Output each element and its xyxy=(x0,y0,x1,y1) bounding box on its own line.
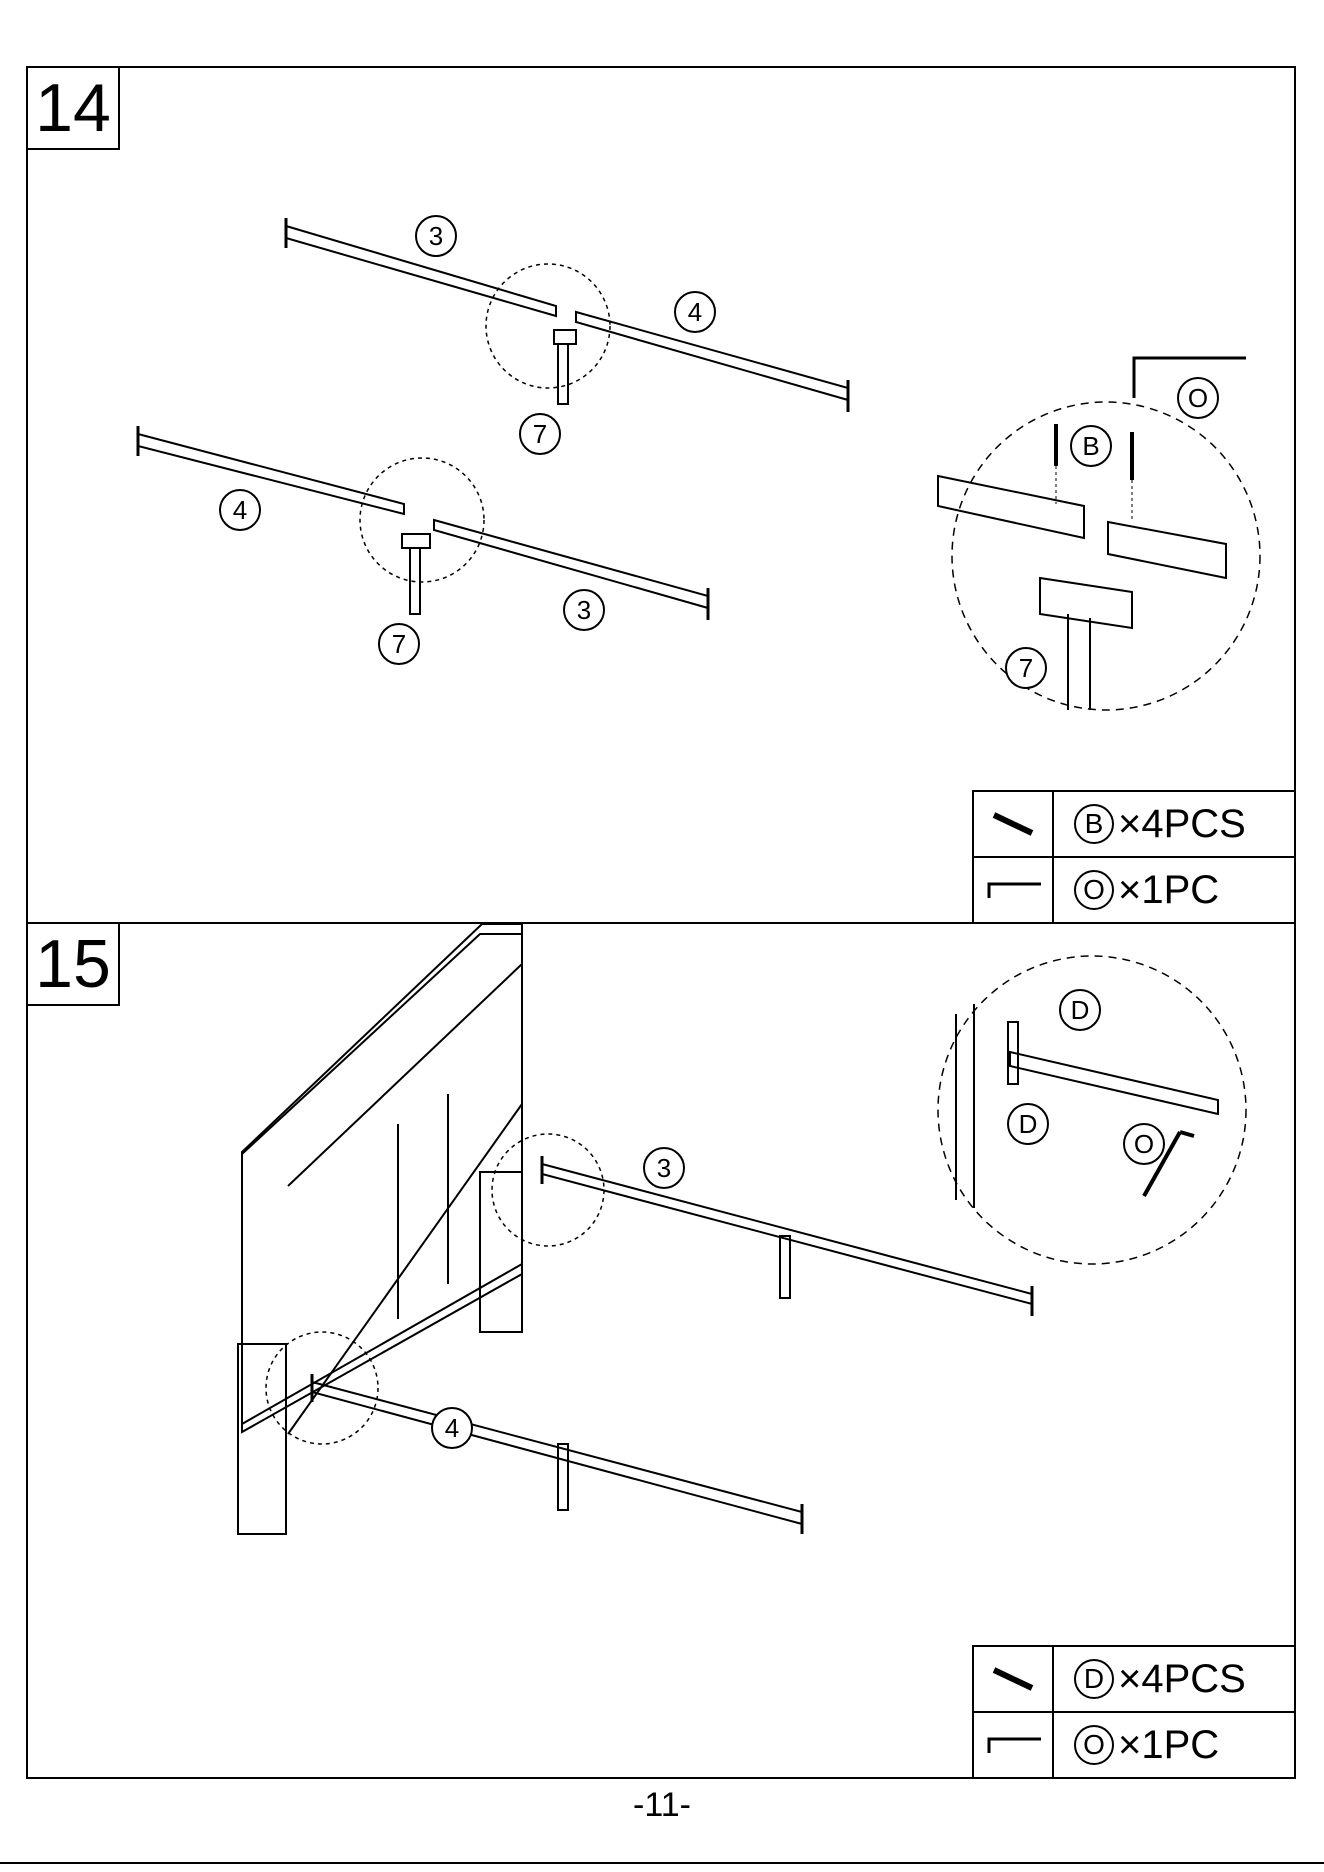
parts-table: B ×4PCS O ×1PC xyxy=(972,790,1296,924)
svg-text:3: 3 xyxy=(429,221,443,251)
callout-3: 3 xyxy=(644,1148,684,1188)
rail-3 xyxy=(542,1164,1032,1304)
svg-text:7: 7 xyxy=(533,419,547,449)
rail-4-top xyxy=(576,312,848,400)
callout-7-top: 7 xyxy=(520,414,560,454)
svg-text:D: D xyxy=(1019,1109,1038,1139)
svg-text:B: B xyxy=(1082,431,1099,461)
parts-row: O ×1PC xyxy=(974,1713,1294,1777)
callout-3-top: 3 xyxy=(416,216,456,256)
detail-callout-b: B xyxy=(1071,426,1111,466)
detail-callout-o: O xyxy=(1178,378,1218,418)
parts-row: O ×1PC xyxy=(974,858,1294,922)
bottom-rule xyxy=(0,1862,1324,1864)
svg-text:7: 7 xyxy=(1019,653,1033,683)
part-qty: ×4PCS xyxy=(1118,1657,1246,1702)
part-code: O xyxy=(1074,1725,1114,1765)
page-number: -11- xyxy=(0,1786,1324,1825)
step-15-panel: 15 xyxy=(26,922,1296,1779)
bolt-icon xyxy=(974,1647,1054,1711)
svg-text:4: 4 xyxy=(688,297,702,327)
detail-callout-o: O xyxy=(1124,1124,1164,1164)
callout-3-lower: 3 xyxy=(564,590,604,630)
svg-text:D: D xyxy=(1071,995,1090,1025)
svg-text:4: 4 xyxy=(233,495,247,525)
callout-4: 4 xyxy=(432,1408,472,1448)
part-code: B xyxy=(1074,804,1114,844)
part-qty: ×1PC xyxy=(1118,868,1219,913)
detail-callout-d-bottom: D xyxy=(1008,1104,1048,1144)
part-code: D xyxy=(1074,1659,1114,1699)
part-qty: ×4PCS xyxy=(1118,802,1246,847)
detail-callout-7: 7 xyxy=(1006,648,1046,688)
parts-row: D ×4PCS xyxy=(974,1647,1294,1713)
allen-key-icon xyxy=(974,858,1054,922)
allen-key-icon xyxy=(974,1713,1054,1777)
step-14-panel: 14 xyxy=(26,66,1296,924)
svg-text:O: O xyxy=(1134,1129,1154,1159)
callout-4-top: 4 xyxy=(675,292,715,332)
parts-table: D ×4PCS O ×1PC xyxy=(972,1645,1296,1779)
svg-text:4: 4 xyxy=(445,1413,459,1443)
bolt-icon xyxy=(974,792,1054,856)
svg-text:O: O xyxy=(1188,383,1208,413)
parts-row: B ×4PCS xyxy=(974,792,1294,858)
callout-4-lower: 4 xyxy=(220,490,260,530)
callout-7-lower: 7 xyxy=(379,624,419,664)
svg-text:3: 3 xyxy=(577,595,591,625)
detail-callout-d-top: D xyxy=(1060,990,1100,1030)
part-qty: ×1PC xyxy=(1118,1723,1219,1768)
part-code: O xyxy=(1074,870,1114,910)
rail-4-lower xyxy=(138,434,404,514)
svg-text:3: 3 xyxy=(657,1153,671,1183)
svg-text:7: 7 xyxy=(392,629,406,659)
